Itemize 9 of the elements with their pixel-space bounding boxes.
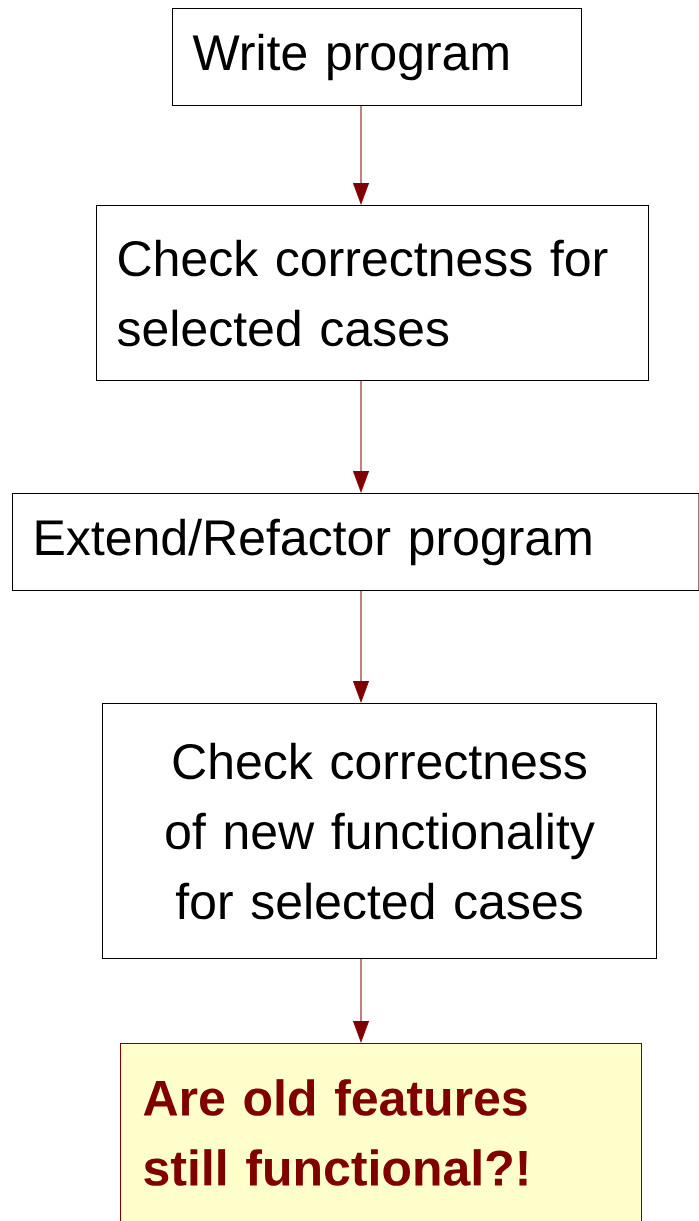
process-box: Check correctness for selected cases — [96, 205, 649, 381]
process-box: Extend/Refactor program — [12, 493, 699, 591]
process-box: Check correctness of new functionality for selected cases — [102, 703, 657, 959]
callout-box: Are old features still functional?! — [120, 1043, 642, 1221]
process-box: Write program — [172, 8, 582, 106]
arrow — [353, 590, 369, 703]
arrow — [353, 958, 369, 1043]
arrow — [353, 105, 369, 205]
arrow — [353, 380, 369, 493]
